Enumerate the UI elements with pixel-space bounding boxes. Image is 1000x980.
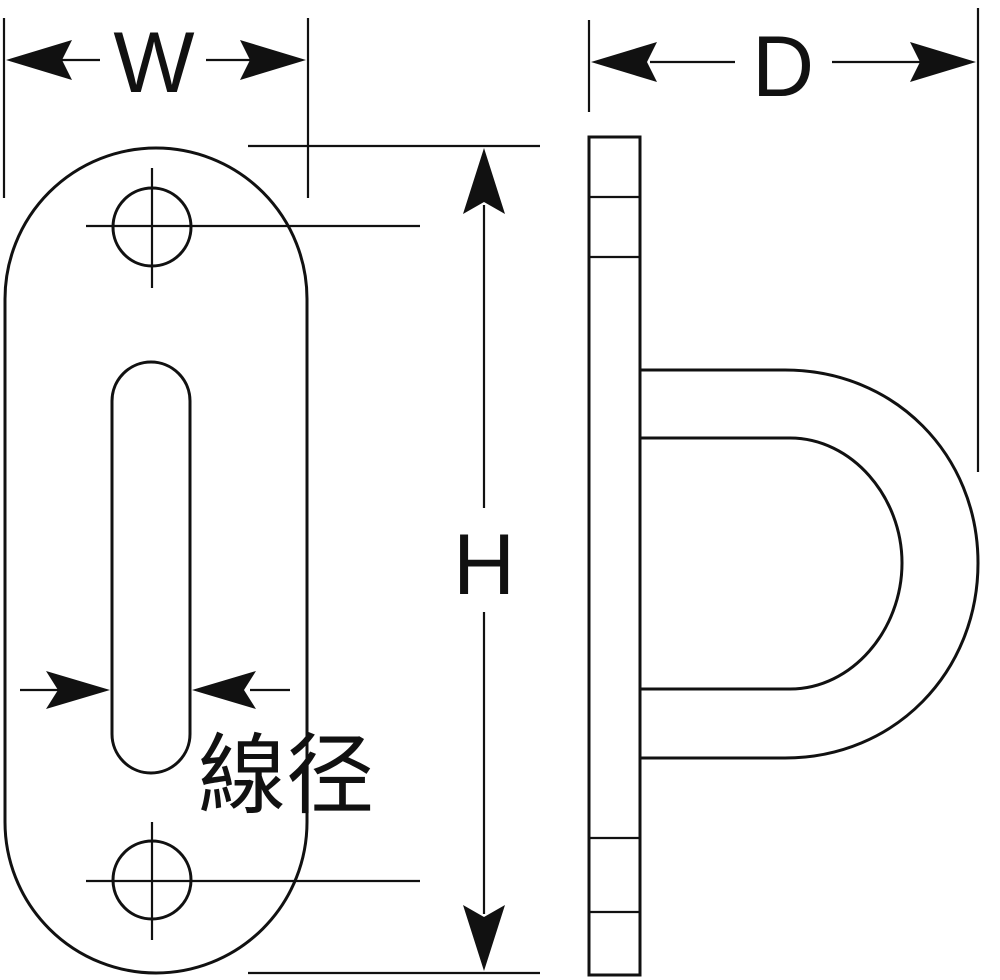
wire-left-arrow-icon — [46, 671, 110, 709]
base-plate-outline — [3, 146, 309, 975]
height-bottom-arrow-icon — [463, 905, 505, 971]
side-view — [587, 135, 980, 977]
wire-right-arrow-icon — [192, 671, 256, 709]
width-label: W — [113, 15, 194, 111]
height-dimension: H — [248, 144, 540, 975]
width-right-arrow-icon — [240, 40, 306, 80]
depth-right-arrow-icon — [910, 42, 976, 82]
depth-left-arrow-icon — [591, 42, 657, 82]
height-label: H — [453, 517, 515, 613]
front-view — [3, 146, 420, 975]
width-left-arrow-icon — [6, 40, 72, 80]
depth-label: D — [752, 19, 814, 115]
depth-dimension: D — [587, 8, 980, 472]
center-slot — [110, 360, 192, 775]
loop-inner-outline — [640, 436, 904, 691]
wire-diameter-label: 線径 — [198, 724, 374, 827]
height-top-arrow-icon — [463, 148, 505, 214]
width-dimension: W — [2, 15, 310, 198]
wire-diameter-dimension: 線径 — [20, 671, 374, 827]
loop-outer-outline — [640, 368, 980, 760]
side-plate-outline — [587, 135, 642, 977]
